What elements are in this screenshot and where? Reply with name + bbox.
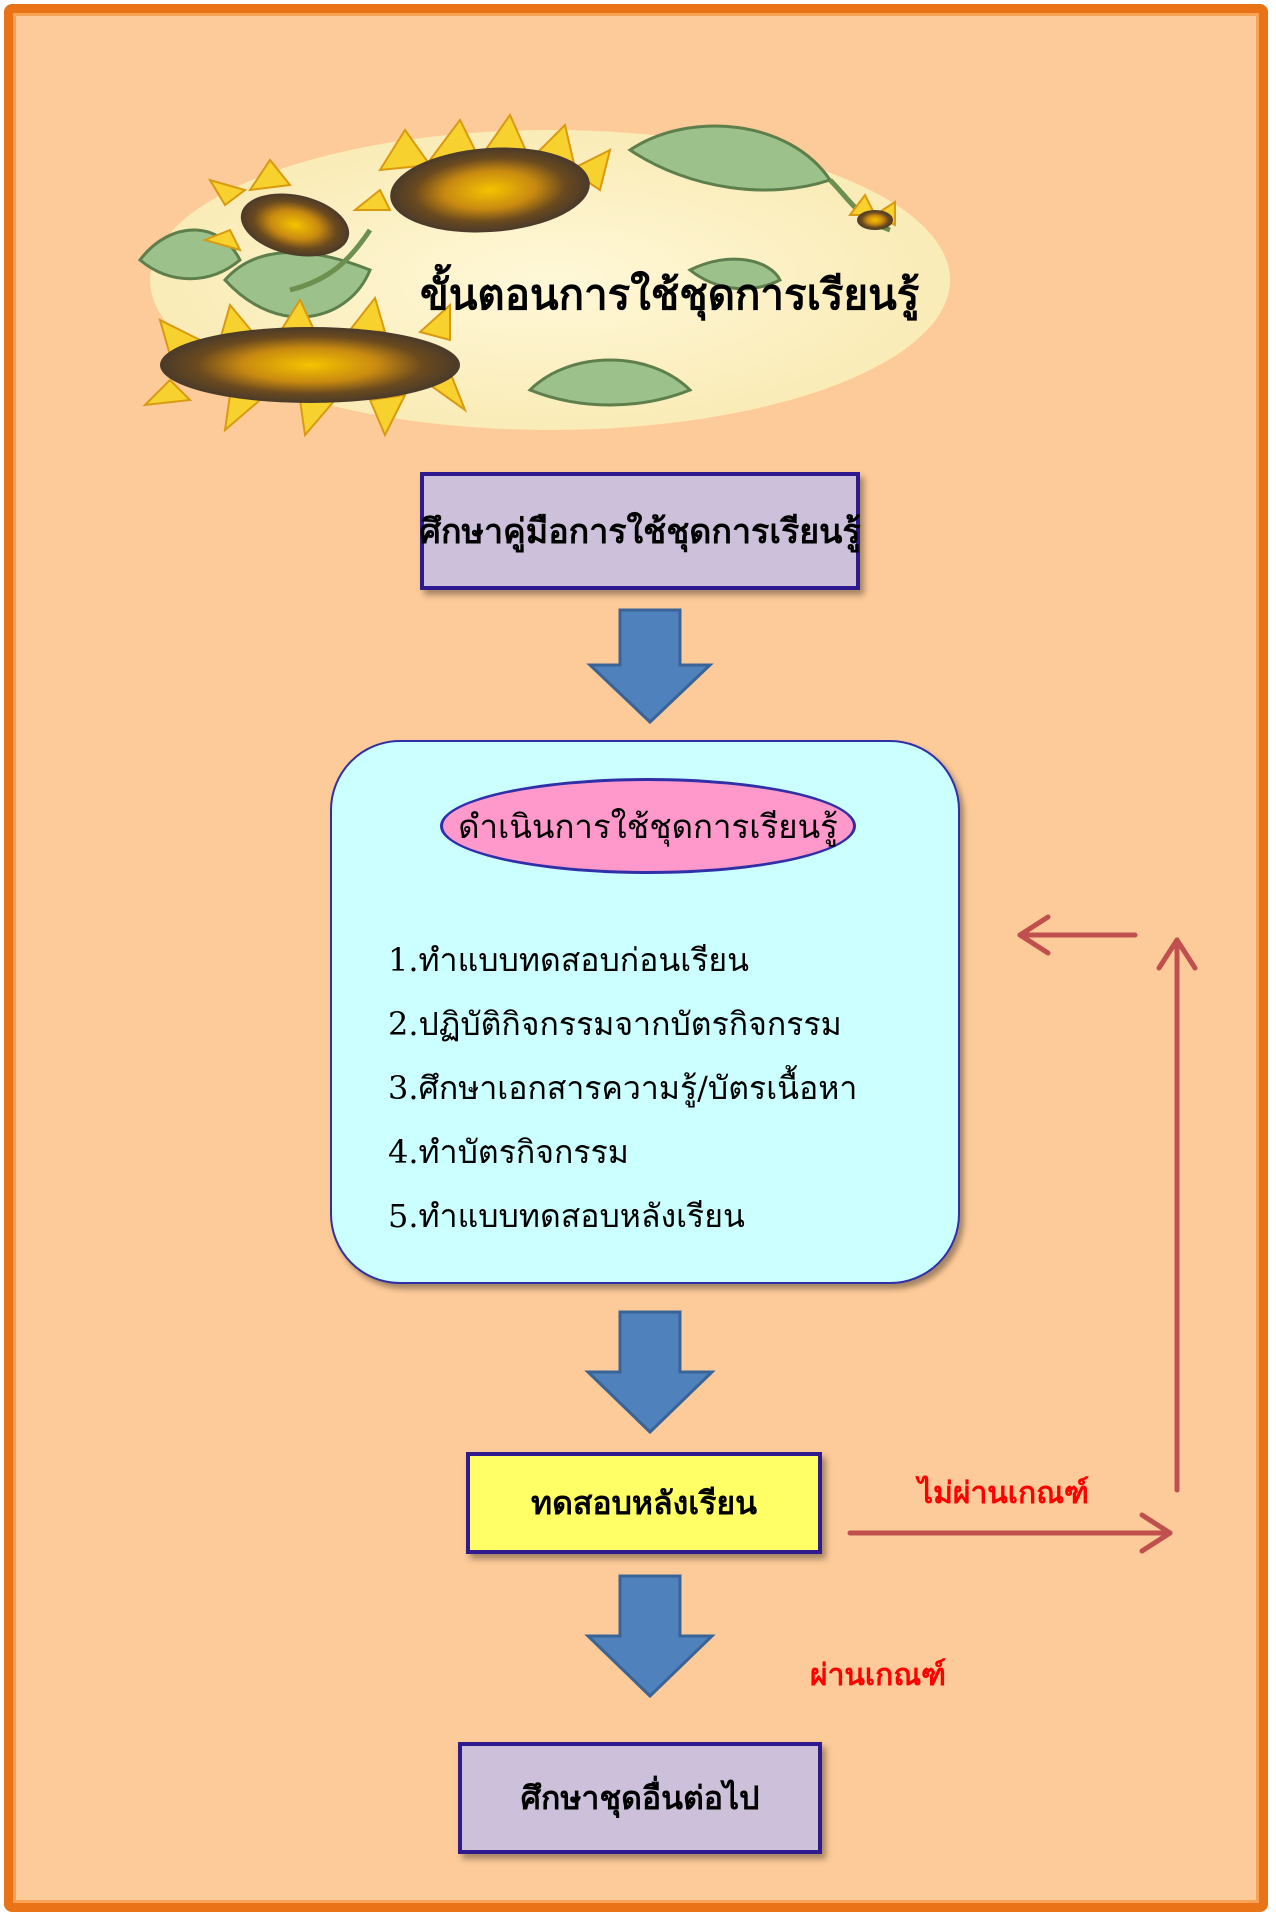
step-item-3: 3.ศึกษาเอกสารความรู้/บัตรเนื้อหา — [388, 1069, 858, 1107]
process-box: ดำเนินการใช้ชุดการเรียนรู้ 1.ทำแบบทดสอบก… — [330, 740, 960, 1284]
step-item-1: 1.ทำแบบทดสอบก่อนเรียน — [388, 941, 749, 979]
posttest-box: ทดสอบหลังเรียน — [466, 1452, 822, 1554]
step-list: 1.ทำแบบทดสอบก่อนเรียน 2.ปฏิบัติกิจกรรมจา… — [388, 928, 857, 1248]
sunflower-illustration-icon — [137, 112, 950, 438]
step-item-4: 4.ทำบัตรกิจกรรม — [388, 1133, 629, 1171]
process-heading-ellipse: ดำเนินการใช้ชุดการเรียนรู้ — [440, 778, 856, 874]
step-item-2: 2.ปฏิบัติกิจกรรมจากบัตรกิจกรรม — [388, 1005, 842, 1043]
study-manual-box: ศึกษาคู่มือการใช้ชุดการเรียนรู้ — [419, 472, 861, 590]
next-set-box: ศึกษาชุดอื่นต่อไป — [458, 1742, 822, 1854]
page-title: ขั้นตอนการใช้ชุดการเรียนรู้ — [420, 270, 920, 319]
pass-criteria-label: ผ่านเกณฑ์ — [810, 1658, 947, 1693]
fail-criteria-label: ไม่ผ่านเกณฑ์ — [918, 1476, 1089, 1511]
step-item-5: 5.ทำแบบทดสอบหลังเรียน — [388, 1197, 745, 1235]
